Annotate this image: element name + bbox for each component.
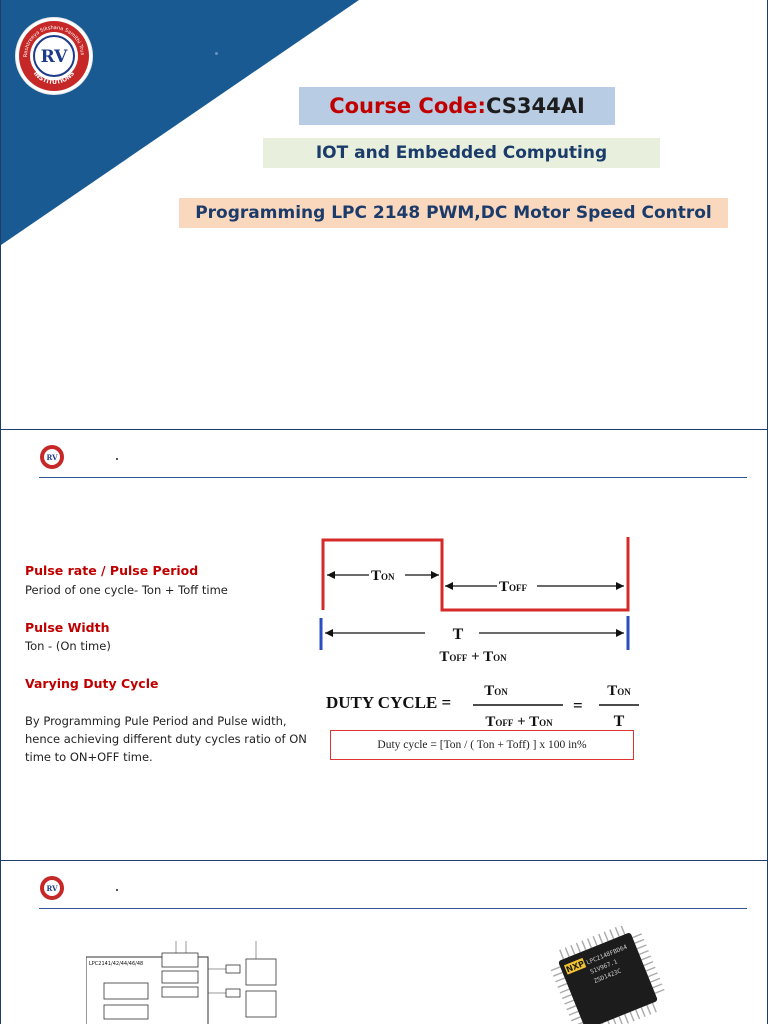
duty-denominator: TOFF + TON bbox=[485, 714, 553, 730]
decor-dot bbox=[215, 52, 218, 55]
decor-dot bbox=[116, 889, 118, 891]
rv-mini-logo: RV bbox=[40, 876, 64, 900]
text-pulse-period: Period of one cycle- Ton + Toff time bbox=[25, 583, 228, 597]
lpc2148-slide: RV LPC2141/42/44/46/48 bbox=[0, 861, 768, 1024]
equals-sign: = bbox=[573, 696, 583, 715]
course-code-banner: Course Code:CS344AI bbox=[299, 87, 615, 125]
block-diagram-title: LPC2141/42/44/46/48 bbox=[89, 961, 143, 967]
mini-logo-letters: RV bbox=[47, 453, 59, 462]
mini-logo-letters: RV bbox=[47, 884, 59, 893]
rv-institutions-logo: RV Rashtreeya Sikshana Samithi Trust INS… bbox=[16, 18, 92, 94]
topic-title: Programming LPC 2148 PWM,DC Motor Speed … bbox=[179, 198, 728, 228]
course-code-label: Course Code: bbox=[329, 94, 486, 118]
period-expression: TOFF + TON bbox=[439, 649, 507, 665]
pwm-waveform bbox=[321, 537, 630, 612]
course-code-value: CS344AI bbox=[485, 94, 585, 118]
ton-label: TON bbox=[371, 568, 395, 584]
duty-numerator-2: TON bbox=[607, 683, 631, 699]
logo-letters: RV bbox=[41, 47, 69, 67]
pwm-concept-slide: RV Pulse rate / Pulse Period Period of o… bbox=[0, 430, 768, 861]
toff-label: TOFF bbox=[499, 579, 528, 595]
header-divider bbox=[39, 477, 747, 478]
period-label: T bbox=[453, 626, 464, 643]
lpc2148-chip-image: NXP LPC2148FBD64 S1V967.1 ZSD1423C bbox=[550, 926, 665, 1024]
heading-pulse-period: Pulse rate / Pulse Period bbox=[25, 563, 199, 578]
rv-mini-logo: RV bbox=[40, 445, 64, 469]
header-divider bbox=[39, 908, 747, 909]
duty-cycle-label: DUTY CYCLE = bbox=[326, 693, 451, 712]
duty-numerator: TON bbox=[484, 683, 508, 699]
duty-cycle-paragraph: By Programming Pule Period and Pulse wid… bbox=[25, 714, 307, 764]
duty-cycle-formula: Duty cycle = [Ton / ( Ton + Toff) ] x 10… bbox=[330, 730, 634, 760]
duty-denominator-2: T bbox=[614, 713, 625, 730]
subject-title: IOT and Embedded Computing bbox=[263, 138, 660, 168]
chip-body bbox=[558, 932, 658, 1024]
decor-dot bbox=[116, 458, 118, 460]
title-slide: RV Rashtreeya Sikshana Samithi Trust INS… bbox=[0, 0, 768, 430]
lpc2148-block-diagram: LPC2141/42/44/46/48 bbox=[86, 941, 277, 1024]
pwm-waveform-diagram: TON TOFF T TOFF + TON DUTY CYCLE = TON T… bbox=[319, 537, 639, 730]
text-pulse-width: Ton - (On time) bbox=[25, 639, 111, 653]
heading-duty-cycle: Varying Duty Cycle bbox=[25, 676, 159, 691]
heading-pulse-width: Pulse Width bbox=[25, 620, 110, 635]
